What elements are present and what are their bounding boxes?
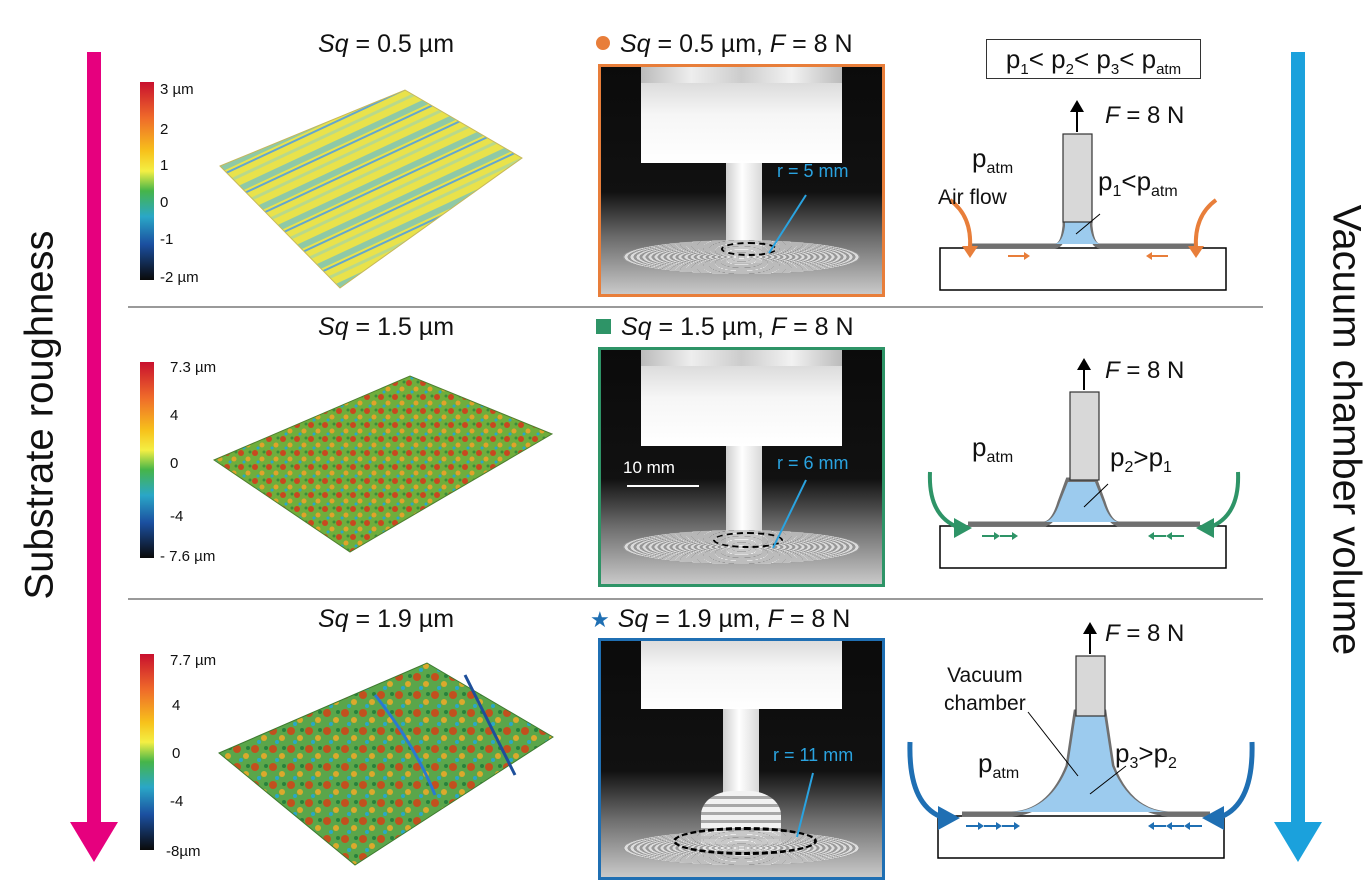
force-label-1: F = 8 N [1105,102,1185,129]
pressure-patm: patm [1141,44,1182,79]
colorbar-1-label: -2 µm [160,269,199,286]
p-chamber-label-2: p2>p1 [1110,442,1172,477]
colorbar-2-label: - 7.6 µm [160,548,216,565]
colorbar-2-label: 7.3 µm [170,359,217,376]
photo-3: r = 11 mm [598,638,885,880]
surface-title-3: Sq = 1.9 µm [318,605,455,633]
left-arrow-head [70,822,118,862]
force-label-2: F = 8 N [1105,357,1185,384]
surface-title-2: Sq = 1.5 µm [318,313,455,341]
force-label-3: F = 8 N [1105,620,1185,647]
radius-label-1: r = 5 mm [777,161,849,181]
right-arrow-head [1274,822,1322,862]
p-atm-label-1: patm [972,143,1014,178]
pressure-p2: p2 [1051,44,1074,79]
stamp-body [641,366,842,446]
circle-marker-icon [596,36,610,50]
scale-label: 10 mm [623,458,675,477]
colorbar-3-label: 0 [172,745,181,762]
row-divider-2 [128,598,1263,600]
colorbar-1-label: 1 [160,157,169,174]
star-marker-icon: ★ [590,607,610,632]
colorbar-1-label: 0 [160,194,169,211]
p-atm-label-2: patm [972,432,1014,467]
pressure-p1: p1 [1005,44,1029,79]
lt-1: < [1028,44,1044,74]
force-arrow-icon [1070,100,1084,112]
diagram-2 [927,358,1241,569]
diagram-1 [939,100,1227,291]
stamp-stem [1069,391,1100,481]
radius-pointer [768,194,807,254]
diagram-3 [907,622,1255,859]
colorbar-3-label: 7.7 µm [170,652,217,669]
surface-title-1: Sq = 0.5 µm [318,30,455,58]
surface-plot-1 [219,89,523,289]
stamp-top [641,350,842,366]
colorbar-3-label: 4 [172,697,181,714]
p-chamber-label-3: p3>p2 [1115,738,1177,773]
colorbar-1-label: -1 [160,231,174,248]
air-flow-label: Air flow [938,186,1007,209]
vacuum-chamber-volume-label: Vacuum chamber volume [1324,204,1367,656]
colorbar-1-label: 3 µm [160,81,194,98]
photo-title-1: Sq = 0.5 µm, F = 8 N [596,30,853,59]
surface-plot-2 [212,375,554,553]
stamp-body [641,641,842,709]
pressure-order-box: p1< p2< p3< patm [986,39,1201,79]
vacuum-chamber [1045,482,1118,522]
airflow-arrow-left [907,741,945,821]
airflow-arrow-right [1193,198,1218,249]
p-chamber-label-1: p1<patm [1098,166,1178,201]
stamp-top [641,67,842,83]
force-arrow-icon [1083,622,1097,634]
radius-label-3: r = 11 mm [773,745,854,765]
contact-ring [673,827,817,855]
photo-1: r = 5 mm [598,64,885,297]
p-atm-label-3: patm [978,748,1020,783]
radius-label-2: r = 6 mm [777,453,849,473]
stamp-stem [1062,133,1093,223]
row-divider-1 [128,306,1263,308]
vacuum-chamber [1012,714,1168,812]
lt-3: < [1119,44,1135,74]
colorbar-3 [140,654,154,850]
vacuum-chamber-label: Vacuum chamber [944,664,1026,715]
substrate-block [939,525,1227,569]
colorbar-2 [140,362,154,558]
lt-2: < [1073,44,1090,74]
contact-ring [713,532,783,548]
force-arrow-icon [1077,358,1091,370]
colorbar-2-label: 0 [170,455,179,472]
photo-title-2: Sq = 1.5 µm, F = 8 N [596,313,854,342]
substrate-block [939,247,1227,291]
colorbar-2-label: -4 [170,508,184,525]
airflow-arrow-right [1217,741,1255,821]
colorbar-1 [140,82,154,280]
surface-plot-3 [218,662,554,866]
photo-2: 10 mm r = 6 mm [598,347,885,587]
stamp-body [641,83,842,163]
airflow-arrow-left [948,198,973,249]
colorbar-1-label: 2 [160,121,169,138]
colorbar-3-label: -4 [170,793,184,810]
contact-ring [721,242,777,256]
pressure-p3: p3 [1096,44,1120,79]
photo-title-3: ★Sq = 1.9 µm, F = 8 N [590,605,851,633]
scale-bar [627,485,699,487]
stamp-stem [1075,655,1106,717]
radius-pointer [796,772,814,838]
colorbar-2-label: 4 [170,407,179,424]
substrate-roughness-label: Substrate roughness [17,230,62,600]
radius-pointer [772,479,807,549]
square-marker-icon [596,319,611,334]
colorbar-3-label: -8µm [166,843,201,860]
substrate-block [937,815,1225,859]
